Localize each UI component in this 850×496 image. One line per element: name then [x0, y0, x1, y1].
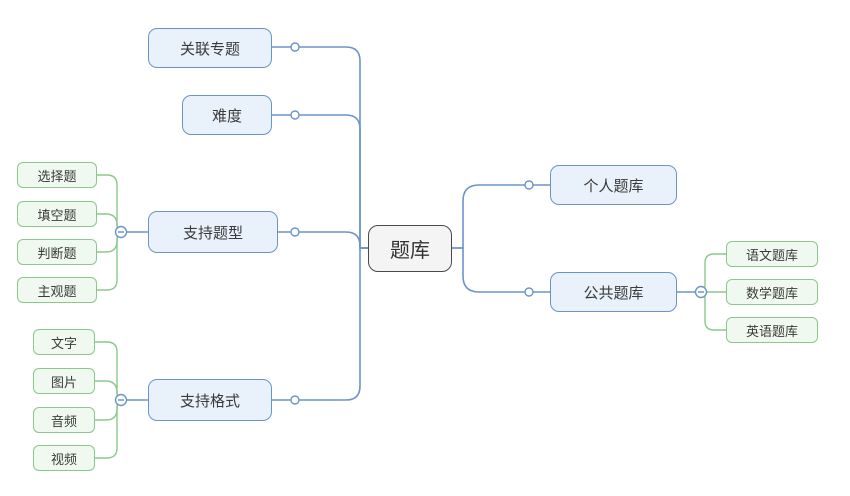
- node-root-question-bank[interactable]: 题库: [368, 225, 452, 272]
- branch-handle-icon[interactable]: [290, 42, 300, 52]
- collapse-minus-icon[interactable]: [114, 393, 128, 407]
- branch-handle-icon[interactable]: [290, 227, 300, 237]
- node-label: 文字: [50, 335, 77, 351]
- node-label: 支持格式: [179, 392, 240, 410]
- connector-line: [452, 247, 550, 293]
- node-label: 题库: [390, 240, 430, 262]
- collapse-minus-icon[interactable]: [114, 225, 128, 239]
- branch-handle-icon[interactable]: [290, 110, 300, 120]
- collapse-minus-icon[interactable]: [694, 285, 708, 299]
- node-label: 支持题型: [182, 224, 243, 242]
- node-fill-in-blank[interactable]: 填空题: [17, 201, 97, 227]
- connector-line: [452, 184, 550, 249]
- node-label: 数学题库: [745, 285, 798, 301]
- node-supported-question-types[interactable]: 支持题型: [148, 211, 278, 253]
- node-text-format[interactable]: 文字: [33, 329, 95, 355]
- node-label: 视频: [50, 451, 77, 467]
- connector-line: [278, 231, 368, 249]
- node-chinese-question-bank[interactable]: 语文题库: [726, 241, 818, 267]
- node-label: 主观题: [37, 283, 77, 299]
- node-english-question-bank[interactable]: 英语题库: [726, 317, 818, 343]
- node-label: 语文题库: [745, 247, 798, 263]
- node-multiple-choice[interactable]: 选择题: [17, 162, 97, 188]
- branch-handle-icon[interactable]: [524, 287, 534, 297]
- node-supported-formats[interactable]: 支持格式: [148, 379, 272, 421]
- connector-line: [700, 291, 726, 331]
- connector-line: [700, 253, 726, 293]
- node-subjective[interactable]: 主观题: [17, 277, 97, 303]
- node-difficulty[interactable]: 难度: [182, 95, 272, 135]
- node-related-topics[interactable]: 关联专题: [148, 28, 272, 68]
- node-true-false[interactable]: 判断题: [17, 239, 97, 265]
- node-video-format[interactable]: 视频: [33, 445, 95, 471]
- branch-handle-icon[interactable]: [524, 180, 534, 190]
- node-image-format[interactable]: 图片: [33, 368, 95, 394]
- node-public-question-bank[interactable]: 公共题库: [550, 272, 677, 312]
- node-label: 填空题: [37, 207, 77, 223]
- node-label: 音频: [50, 413, 77, 429]
- connector-line: [272, 247, 368, 401]
- connector-line: [97, 231, 122, 291]
- branch-handle-icon[interactable]: [290, 395, 300, 405]
- node-label: 英语题库: [745, 323, 798, 339]
- node-label: 难度: [211, 107, 242, 125]
- node-label: 个人题库: [583, 177, 644, 195]
- connector-line: [272, 46, 368, 249]
- node-audio-format[interactable]: 音频: [33, 407, 95, 433]
- node-personal-question-bank[interactable]: 个人题库: [550, 165, 677, 205]
- connector-line: [95, 399, 122, 459]
- node-math-question-bank[interactable]: 数学题库: [726, 279, 818, 305]
- node-label: 判断题: [37, 245, 77, 261]
- node-label: 公共题库: [583, 284, 644, 302]
- node-label: 关联专题: [179, 40, 240, 58]
- node-label: 选择题: [37, 168, 77, 184]
- node-label: 图片: [50, 374, 77, 390]
- connector-line: [272, 114, 368, 249]
